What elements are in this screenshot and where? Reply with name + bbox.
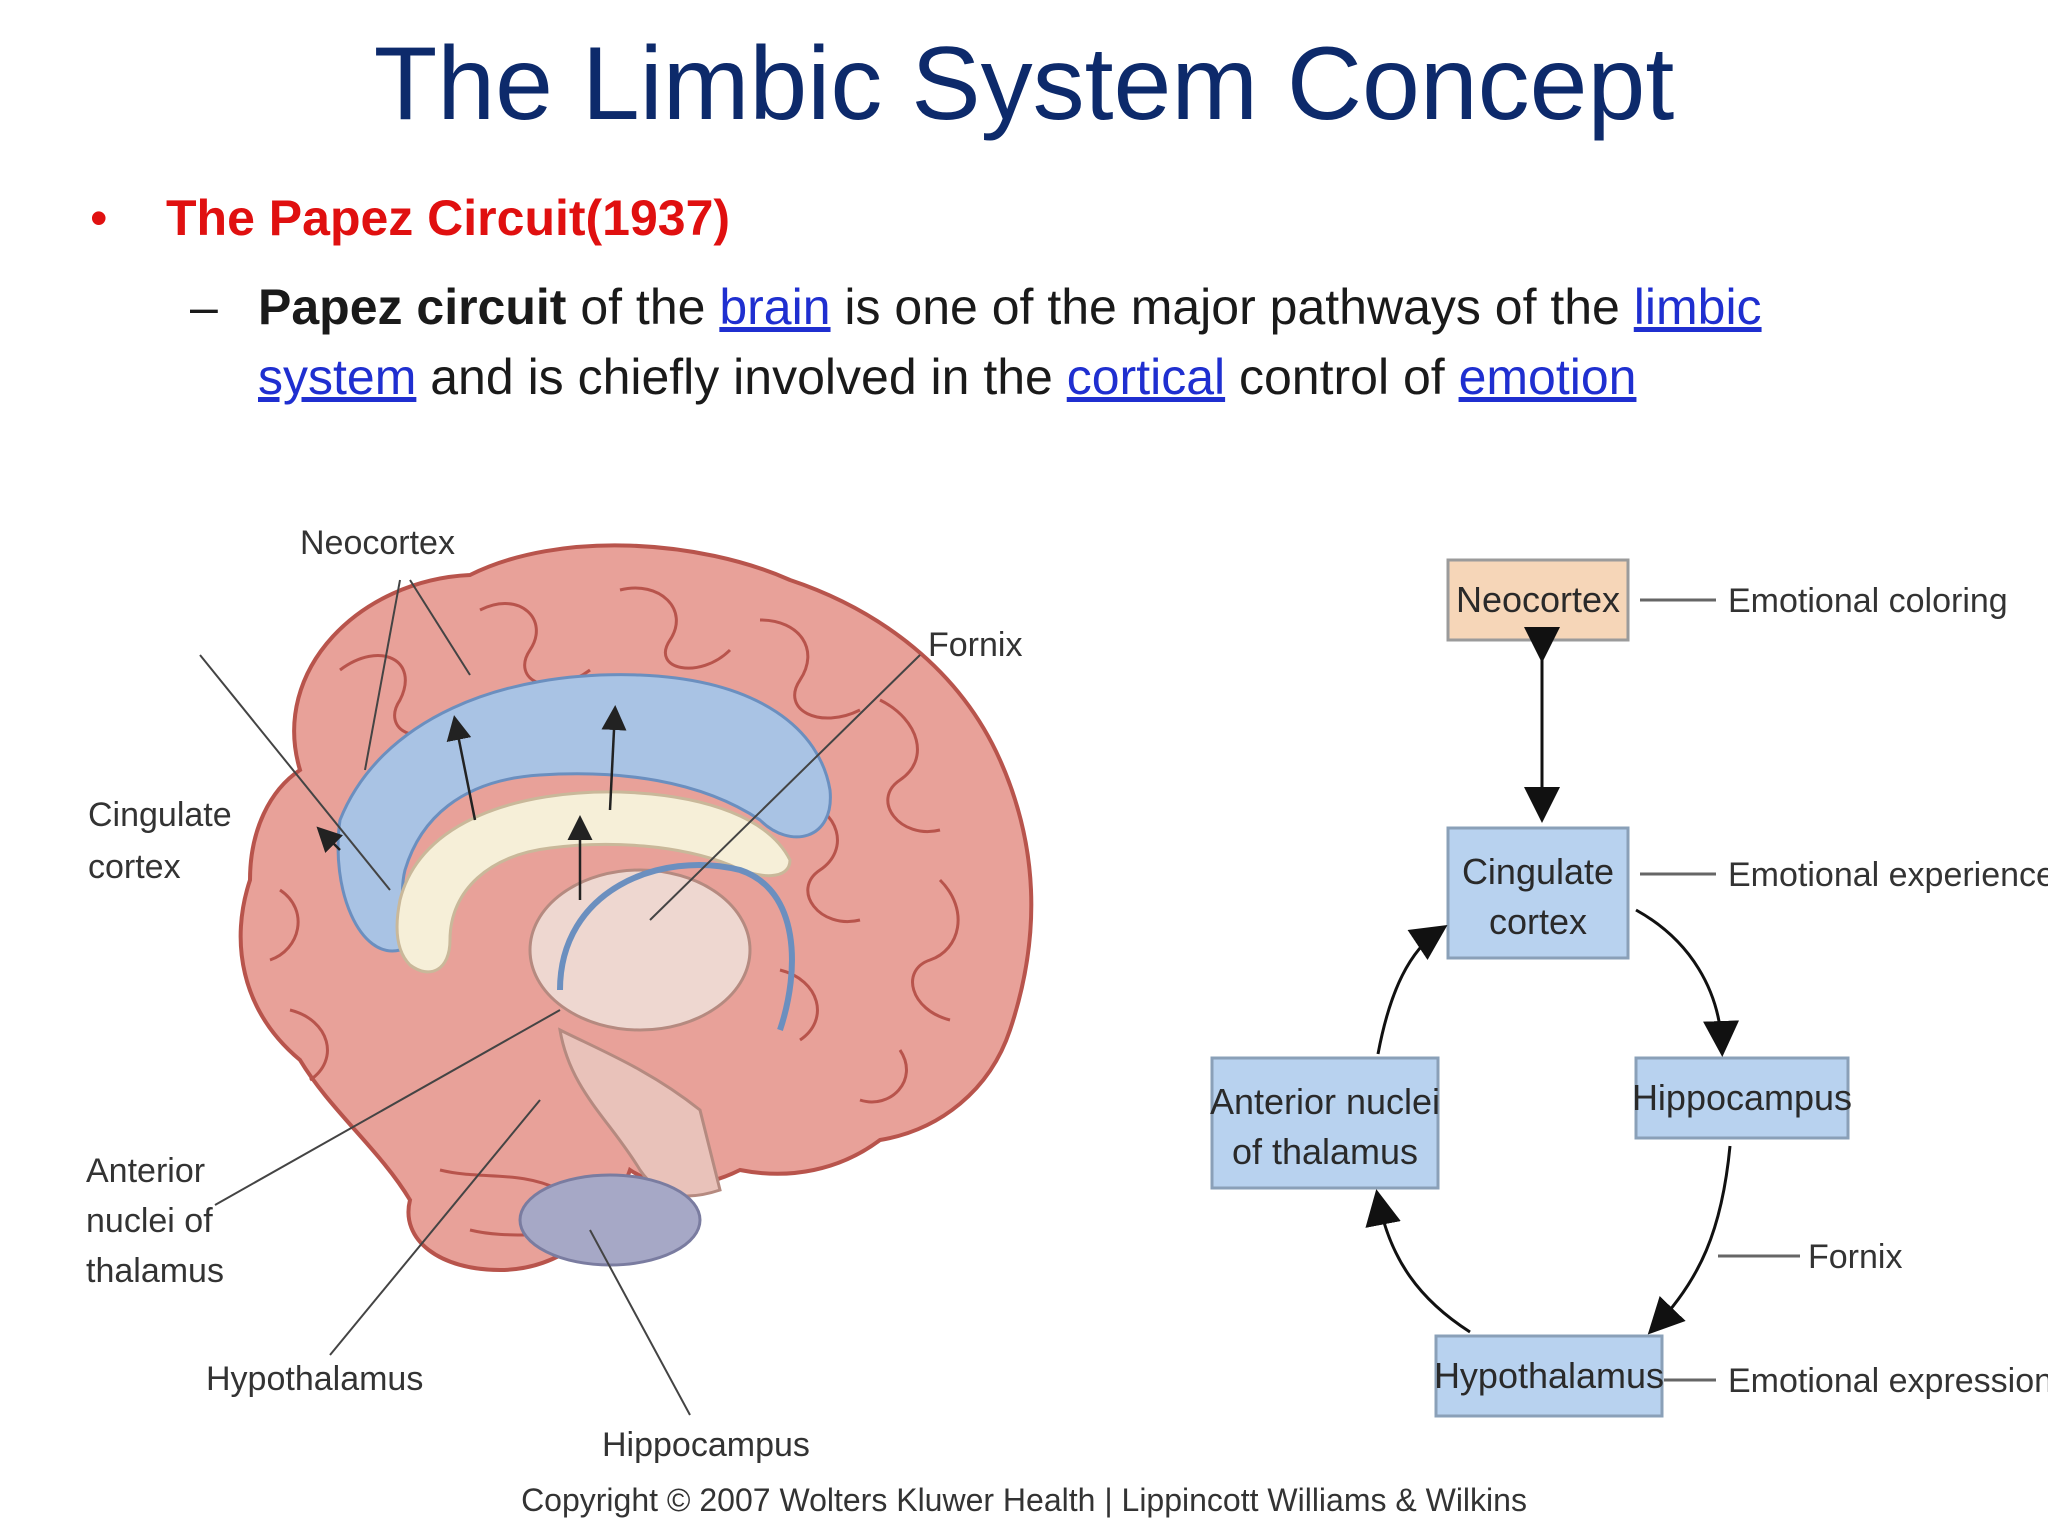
arrow-cingulate-hippocampus [1635,908,1740,1057]
box-anterior-nuclei [1210,1056,1440,1190]
brain-illustration: Neocortex Fornix Cingulate cortex Anteri… [86,524,1034,1464]
side-connectors [1640,598,1800,1382]
label-circuit-fornix: Fornix [1808,1238,1902,1276]
box-hypothalamus [1434,1334,1664,1418]
leader-lines [199,579,921,1416]
circuit-diagram: Neocortex Cingulate cortex Hippocampus A… [1210,558,2048,1418]
label-cingulate-1: Cingulate [88,796,232,834]
arrow-hypothalamus-anterior [1365,1189,1471,1334]
link-brain[interactable]: brain [719,279,831,335]
link-emotion[interactable]: emotion [1458,349,1637,405]
box-cingulate-label-2: cortex [1489,901,1587,942]
label-emotional-experience: Emotional experience [1728,856,2048,894]
bullet-heading: The Papez Circuit(1937) [166,190,731,246]
sub-bullet-text: Papez circuit of the brain is one of the… [258,272,1878,412]
fornix-arc [557,862,795,1031]
figure-svg: Neocortex Fornix Cingulate cortex Anteri… [86,524,2048,1464]
text-run: and is chiefly involved in the [416,349,1067,405]
brain-arrows [316,705,627,900]
box-hippocampus [1634,1056,1850,1140]
box-neocortex-label: Neocortex [1456,579,1620,620]
arrow-hippocampus-hypothalamus [1647,1145,1732,1335]
box-hypothalamus-label: Hypothalamus [1434,1355,1664,1396]
link-limbic-system[interactable]: limbic system [258,279,1762,405]
label-anterior-3: thalamus [86,1252,224,1290]
text-run: is one of the major pathways of the [830,279,1634,335]
link-cortical[interactable]: cortical [1066,349,1226,405]
box-anterior-label-2: of thalamus [1232,1131,1418,1172]
label-cingulate-2: cortex [88,848,181,886]
hippocampus-region [518,1173,702,1267]
label-neocortex: Neocortex [300,524,455,562]
text-run: control of [1225,349,1459,405]
label-emotional-coloring: Emotional coloring [1728,582,2008,620]
box-cingulate-label-1: Cingulate [1462,851,1614,892]
label-hippocampus: Hippocampus [602,1426,810,1464]
copyright-text: Copyright © 2007 Wolters Kluwer Health |… [521,1482,1527,1518]
label-emotional-expression: Emotional expression [1728,1362,2048,1400]
label-fornix: Fornix [928,626,1022,664]
box-neocortex [1446,558,1630,642]
papez-figure: Neocortex Fornix Cingulate cortex Anteri… [0,470,2048,1536]
bold-term: Papez circuit [258,279,567,335]
label-anterior-2: nuclei of [86,1202,213,1240]
sub-bullet-marker: – [190,279,218,335]
box-hippocampus-label: Hippocampus [1632,1077,1852,1118]
bullet-marker: • [90,190,108,246]
box-cingulate [1446,826,1630,960]
label-anterior-1: Anterior [86,1152,205,1190]
label-hypothalamus: Hypothalamus [206,1360,423,1398]
slide-title: The Limbic System Concept [373,26,1675,142]
arrow-anterior-cingulate [1376,925,1448,1055]
box-anterior-label-1: Anterior nuclei [1210,1081,1440,1122]
text-run: of the [566,279,720,335]
